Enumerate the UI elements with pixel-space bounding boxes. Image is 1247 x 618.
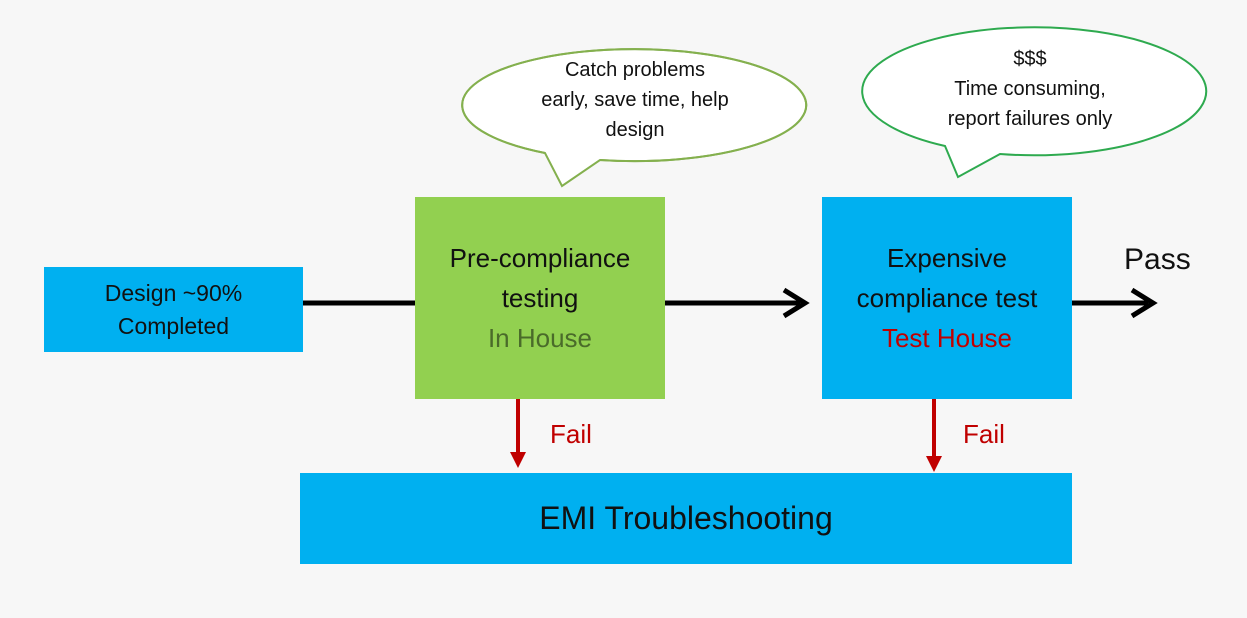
bubble-left-text: Catch problems early, save time, help de… xyxy=(500,55,770,145)
bubble-right-text: $$$ Time consuming, report failures only xyxy=(900,44,1160,134)
precompliance-line2: testing xyxy=(501,283,579,313)
bubble-left-line2: early, save time, help xyxy=(541,89,729,111)
fail-left-label: Fail xyxy=(550,419,592,449)
compliance-box: Expensive compliance test Test House xyxy=(822,197,1072,399)
precompliance-line1: Pre-compliance xyxy=(449,243,631,273)
bubble-left-line1: Catch problems xyxy=(564,59,706,81)
speech-bubble-right xyxy=(861,26,1208,179)
precompliance-sub: In House xyxy=(487,323,593,353)
bubble-left-line3: design xyxy=(605,119,665,141)
precompliance-to-compliance-arrowhead xyxy=(782,287,810,319)
bubble-right-line2: Time consuming, xyxy=(954,78,1106,100)
bubble-right-line3: report failures only xyxy=(947,108,1113,130)
design-line1: Design ~90% xyxy=(104,279,243,306)
fail-right-label: Fail xyxy=(963,419,1005,449)
pass-arrowhead xyxy=(1130,287,1158,319)
fail-left-arrowhead xyxy=(510,452,526,468)
design-line2: Completed xyxy=(117,312,230,339)
speech-bubble-left xyxy=(461,48,808,188)
compliance-line2: compliance test xyxy=(856,283,1038,313)
troubleshooting-label: EMI Troubleshooting xyxy=(539,500,833,536)
pass-label: Pass xyxy=(1124,243,1191,276)
compliance-sub: Test House xyxy=(881,323,1013,353)
compliance-line1: Expensive xyxy=(887,243,1007,273)
troubleshooting-box: EMI Troubleshooting xyxy=(300,473,1072,564)
design-box: Design ~90% Completed xyxy=(44,267,303,352)
precompliance-box: Pre-compliance testing In House xyxy=(415,197,665,399)
fail-right-arrowhead xyxy=(926,456,942,472)
bubble-right-line1: $$$ xyxy=(1013,48,1047,70)
